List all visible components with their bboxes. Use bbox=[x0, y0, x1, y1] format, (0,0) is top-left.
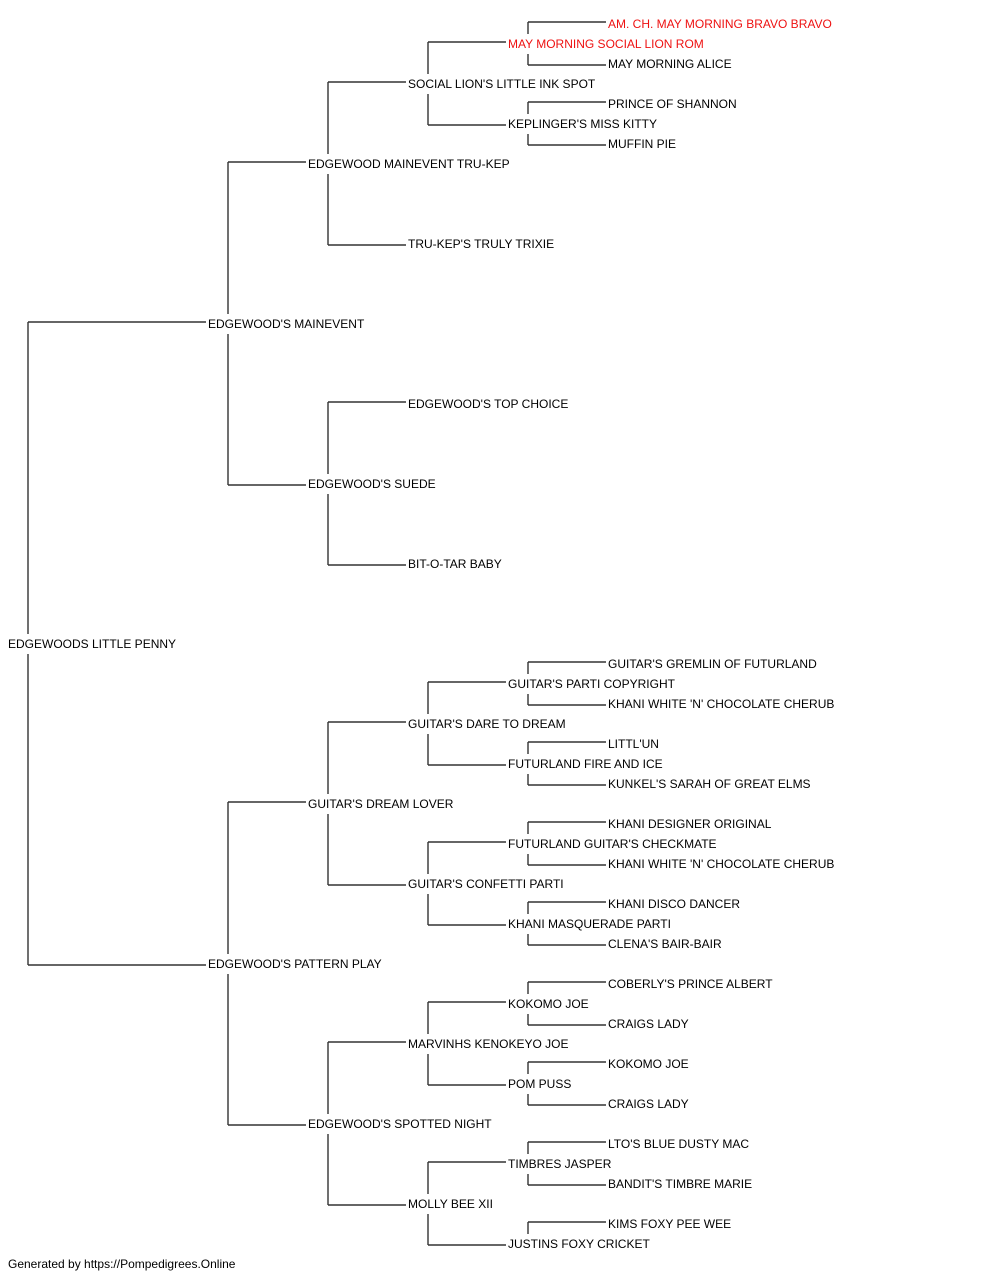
dog-name[interactable]: COBERLY'S PRINCE ALBERT bbox=[608, 977, 773, 991]
dog-name[interactable]: JUSTINS FOXY CRICKET bbox=[508, 1237, 650, 1250]
dog-name[interactable]: EDGEWOOD'S SPOTTED NIGHT bbox=[308, 1117, 492, 1131]
dog-name[interactable]: PRINCE OF SHANNON bbox=[608, 97, 737, 111]
dog-name[interactable]: GUITAR'S CONFETTI PARTI bbox=[408, 877, 564, 891]
dog-name[interactable]: EDGEWOOD'S SUEDE bbox=[308, 477, 436, 491]
dog-name[interactable]: GUITAR'S PARTI COPYRIGHT bbox=[508, 677, 676, 691]
dog-name[interactable]: MAY MORNING ALICE bbox=[608, 57, 732, 71]
dog-name[interactable]: KUNKEL'S SARAH OF GREAT ELMS bbox=[608, 777, 811, 791]
pedigree-tree: EDGEWOODS LITTLE PENNY EDGEWOOD'S MAINEVE… bbox=[8, 17, 834, 1250]
dog-name[interactable]: EDGEWOOD'S TOP CHOICE bbox=[408, 397, 568, 411]
dog-name[interactable]: BIT-O-TAR BABY bbox=[408, 557, 502, 571]
dog-name[interactable]: EDGEWOODS LITTLE PENNY bbox=[8, 637, 176, 651]
dog-name[interactable]: EDGEWOOD'S MAINEVENT bbox=[208, 317, 365, 331]
dog-name[interactable]: KHANI DISCO DANCER bbox=[608, 897, 740, 911]
dog-name[interactable]: LITTL'UN bbox=[608, 737, 659, 751]
dog-name[interactable]: POM PUSS bbox=[508, 1077, 571, 1091]
dog-name[interactable]: KEPLINGER'S MISS KITTY bbox=[508, 117, 657, 131]
dog-name[interactable]: GUITAR'S DREAM LOVER bbox=[308, 797, 454, 811]
dog-name[interactable]: MOLLY BEE XII bbox=[408, 1197, 493, 1211]
dog-name[interactable]: LTO'S BLUE DUSTY MAC bbox=[608, 1137, 749, 1151]
dog-name[interactable]: KHANI WHITE 'N' CHOCOLATE CHERUB bbox=[608, 697, 834, 711]
dog-name[interactable]: TIMBRES JASPER bbox=[508, 1157, 612, 1171]
dog-name[interactable]: GUITAR'S DARE TO DREAM bbox=[408, 717, 566, 731]
dog-name[interactable]: KOKOMO JOE bbox=[608, 1057, 689, 1071]
dog-name[interactable]: KHANI DESIGNER ORIGINAL bbox=[608, 817, 772, 831]
footer-credit: Generated by https://Pompedigrees.Online bbox=[8, 1257, 236, 1271]
dog-name[interactable]: MARVINHS KENOKEYO JOE bbox=[408, 1037, 568, 1051]
dog-name[interactable]: KOKOMO JOE bbox=[508, 997, 589, 1011]
dog-name[interactable]: FUTURLAND GUITAR'S CHECKMATE bbox=[508, 837, 717, 851]
dog-name[interactable]: KHANI MASQUERADE PARTI bbox=[508, 917, 671, 931]
dog-name[interactable]: CRAIGS LADY bbox=[608, 1097, 689, 1111]
dog-name[interactable]: BANDIT'S TIMBRE MARIE bbox=[608, 1177, 752, 1191]
dog-name[interactable]: KHANI WHITE 'N' CHOCOLATE CHERUB bbox=[608, 857, 834, 871]
dog-name[interactable]: FUTURLAND FIRE AND ICE bbox=[508, 757, 663, 771]
dog-name[interactable]: EDGEWOOD'S PATTERN PLAY bbox=[208, 957, 382, 971]
dog-name[interactable]: KIMS FOXY PEE WEE bbox=[608, 1217, 731, 1231]
dog-name[interactable]: SOCIAL LION'S LITTLE INK SPOT bbox=[408, 77, 596, 91]
dog-name[interactable]: AM. CH. MAY MORNING BRAVO BRAVO bbox=[608, 17, 832, 31]
dog-name[interactable]: GUITAR'S GREMLIN OF FUTURLAND bbox=[608, 657, 817, 671]
dog-name[interactable]: TRU-KEP'S TRULY TRIXIE bbox=[408, 237, 554, 251]
dog-name[interactable]: CRAIGS LADY bbox=[608, 1017, 689, 1031]
dog-name[interactable]: CLENA'S BAIR-BAIR bbox=[608, 937, 722, 951]
dog-name[interactable]: MAY MORNING SOCIAL LION ROM bbox=[508, 37, 704, 51]
dog-name[interactable]: MUFFIN PIE bbox=[608, 137, 676, 151]
dog-name[interactable]: EDGEWOOD MAINEVENT TRU-KEP bbox=[308, 157, 510, 171]
